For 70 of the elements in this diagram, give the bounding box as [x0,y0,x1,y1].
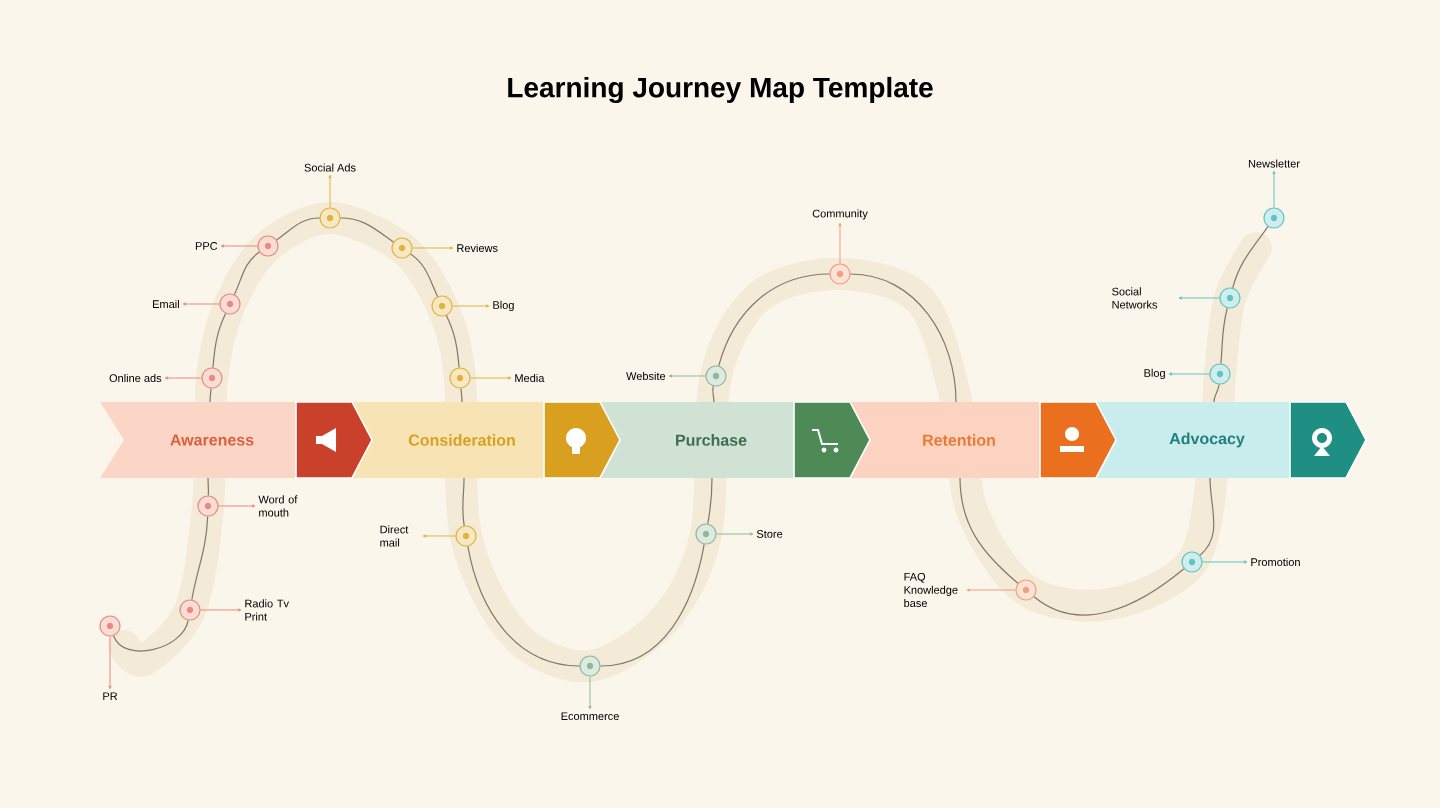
touchpoint-circle [455,525,477,547]
touchpoint-circle [449,367,471,389]
stage-band: Retention [850,402,1040,478]
arrow [412,246,454,250]
stage-band: Awareness [100,402,296,478]
touchpoint-circle [579,655,601,677]
journey-path [462,477,465,527]
journey-path [1033,568,1185,616]
arrow [716,532,754,536]
touchpoint-circle [391,237,413,259]
touchpoint-circle [1181,551,1203,573]
arrow [218,504,256,508]
journey-path [191,516,209,601]
arrow [668,374,706,378]
arrow [1178,296,1220,300]
arrow [182,302,220,306]
journey-path [445,315,460,369]
touchpoint-circle [431,295,453,317]
touchpoint-circle [257,235,279,257]
journey-path [600,543,705,667]
stage-band: Purchase [600,402,794,478]
arrow [1272,170,1276,208]
journey-path [1232,226,1269,289]
arrow [470,376,512,380]
journey-path [212,313,227,369]
arrow [164,376,202,380]
journey-path [207,477,210,496]
journey-path [209,387,212,403]
touchpoint-circle [1219,287,1241,309]
journey-path [467,545,580,667]
journey-path [1220,307,1228,365]
journey-path [233,251,260,295]
touchpoint-circle [219,293,241,315]
arrow [838,222,842,264]
touchpoint-circle [179,599,201,621]
journey-path [959,477,1019,584]
journey-path [460,387,463,403]
journey-path [850,273,957,403]
journey-path [712,385,715,403]
touchpoint-circle [99,615,121,637]
touchpoint-circle [319,207,341,229]
arrow [1202,560,1248,564]
touchpoint-circle [1209,363,1231,385]
arrow [220,244,258,248]
touchpoint-circle [197,495,219,517]
journey-path [1213,383,1220,403]
touchpoint-circle [1263,207,1285,229]
arrow [200,608,242,612]
stage-band: Consideration [352,402,544,478]
arrow [966,588,1016,592]
touchpoint-circle [705,365,727,387]
arrow [452,304,490,308]
touchpoint-circle [1015,579,1037,601]
arrow [328,174,332,208]
arrow [108,636,112,690]
journey-path [276,217,321,241]
touchpoint-circle [829,263,851,285]
journey-path [1199,477,1215,556]
journey-path [113,619,189,652]
journey-path [707,477,713,525]
journey-path [410,253,439,297]
journey-path [718,273,830,367]
arrow [588,676,592,710]
touchpoint-circle [695,523,717,545]
arrow [422,534,456,538]
journey-path [340,217,394,243]
stage-band: Advocacy [1096,402,1290,478]
title: Learning Journey Map Template [508,76,933,104]
arrow [1168,372,1210,376]
touchpoint-circle [201,367,223,389]
